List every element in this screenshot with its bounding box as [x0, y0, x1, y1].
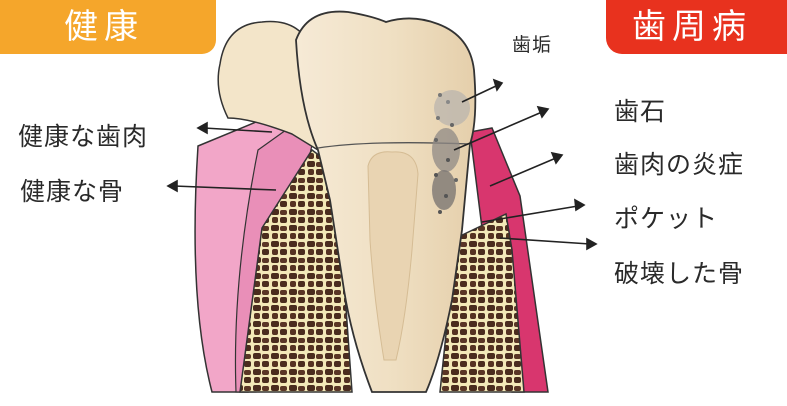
label-pocket: ポケット	[614, 199, 718, 235]
label-healthy-bone: 健康な骨	[20, 172, 124, 208]
label-tartar: 歯石	[614, 92, 666, 128]
label-destroyed-bone: 破壊した骨	[614, 254, 744, 290]
label-gum-inflammation: 歯肉の炎症	[614, 145, 744, 181]
label-healthy-gum: 健康な歯肉	[18, 117, 148, 153]
label-plaque: 歯垢	[512, 30, 552, 57]
